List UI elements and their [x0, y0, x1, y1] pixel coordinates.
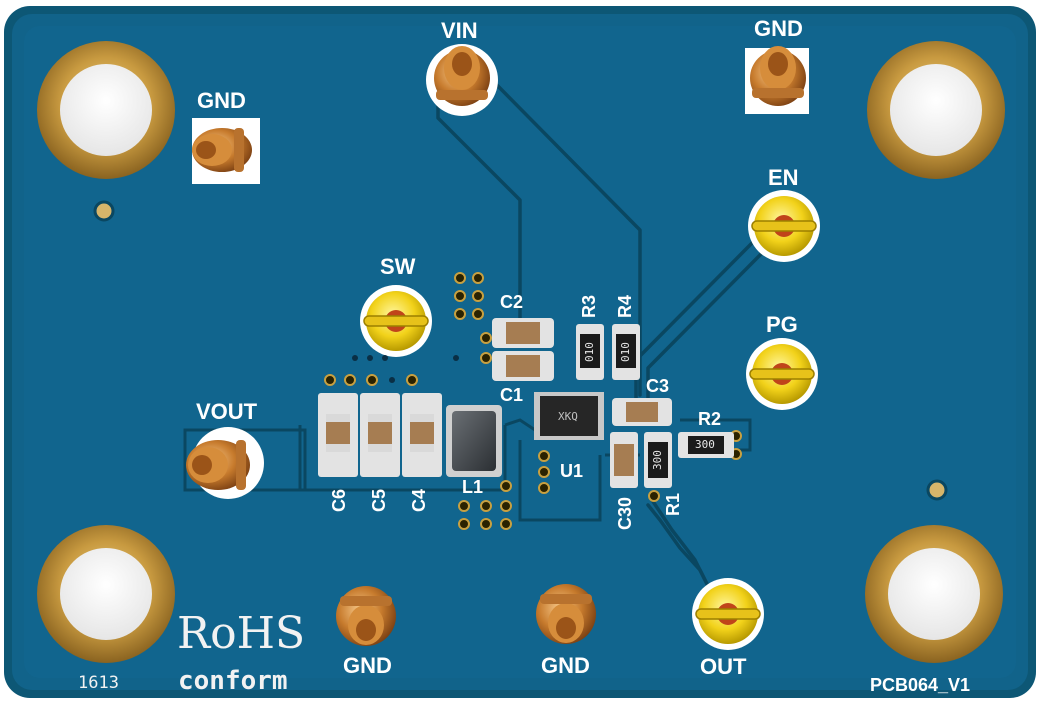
mounting-hole-br: [865, 525, 1003, 663]
label-c5: C5: [369, 488, 389, 512]
cap-c3: [612, 398, 672, 426]
label-gnd-bottom-left: GND: [343, 653, 392, 678]
rohs-conform-text: conform: [178, 666, 288, 696]
label-vout: VOUT: [196, 399, 258, 424]
test-pin-vin: [426, 44, 498, 116]
blue-vias: [352, 355, 459, 383]
power-plane-outline: [183, 418, 752, 522]
label-r3: R3: [579, 294, 599, 318]
test-point-pg: [746, 338, 818, 410]
cap-c1: [492, 351, 554, 381]
resistor-r4: [612, 324, 640, 380]
resistor-r1: [644, 432, 672, 488]
marking-r1: 300: [651, 450, 664, 470]
mounting-hole-bl: [37, 525, 175, 663]
test-pin-gnd-top: [745, 46, 809, 114]
mounting-hole-tl: [37, 41, 175, 179]
mounting-hole-tr: [867, 41, 1005, 179]
label-r1: R1: [663, 492, 683, 516]
rohs-logo-text: RoHS: [177, 608, 306, 659]
label-c6: C6: [329, 488, 349, 512]
cap-c4: [402, 393, 442, 477]
test-point-out: [692, 578, 764, 650]
cap-c2: [492, 318, 554, 348]
inductor-l1: [446, 405, 502, 477]
resistor-r3: [576, 324, 604, 380]
label-r2: R2: [698, 409, 722, 429]
label-u1: U1: [560, 461, 584, 481]
label-c1: C1: [500, 385, 524, 405]
label-out: OUT: [700, 654, 747, 679]
label-en: EN: [768, 165, 799, 190]
label-c3: C3: [646, 376, 670, 396]
label-pg: PG: [766, 312, 798, 337]
label-gnd-top: GND: [754, 16, 803, 41]
label-c2: C2: [500, 292, 524, 312]
marking-r3: 010: [583, 342, 596, 362]
label-c30: C30: [615, 496, 635, 530]
pcb-version: PCB064_V1: [870, 675, 971, 695]
test-pin-gnd-bottom-mid: [536, 584, 596, 644]
fiducial-right: [926, 479, 948, 501]
label-l1: L1: [462, 477, 484, 497]
label-c4: C4: [409, 488, 429, 512]
marking-r4: 010: [619, 342, 632, 362]
marking-u1: XKQ: [558, 410, 578, 423]
ic-u1: [534, 392, 604, 440]
label-sw: SW: [380, 254, 416, 279]
cap-c5: [360, 393, 400, 477]
fiducial-left: [93, 200, 115, 222]
label-gnd-left: GND: [197, 88, 246, 113]
label-vin: VIN: [441, 18, 478, 43]
date-code: 1613: [78, 673, 119, 693]
label-gnd-bottom-mid: GND: [541, 653, 590, 678]
cap-c6: [318, 393, 358, 477]
test-pin-gnd-left: [192, 118, 260, 184]
test-pin-gnd-bottom-left: [336, 586, 396, 646]
marking-r2: 300: [695, 438, 715, 451]
test-point-en: [748, 190, 820, 262]
test-pin-vout: [186, 427, 264, 499]
cap-c30: [610, 432, 638, 488]
test-point-sw: [360, 285, 432, 357]
label-r4: R4: [615, 294, 635, 318]
resistor-r2: [678, 432, 734, 458]
